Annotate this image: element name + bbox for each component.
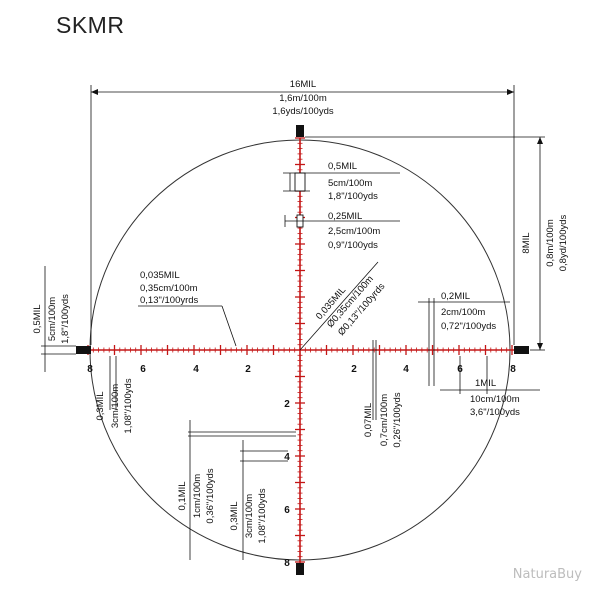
left-post-annotation: 0,5MIL 5cm/100m 1,8"/100yds	[32, 266, 76, 372]
quarter-mil-annotation: 0,25MIL 2,5cm/100m 0,9"/100yds	[284, 211, 400, 251]
right-post	[514, 346, 529, 354]
one-mil-line2: 10cm/100m	[470, 394, 520, 405]
h-num-left-6: 6	[140, 364, 146, 375]
bottom-03-line1: 0,3MIL	[229, 501, 240, 530]
v-num-4: 4	[284, 452, 290, 463]
right-dim-line1: 8MIL	[521, 232, 532, 253]
bottom-01-line1: 0,1MIL	[177, 481, 188, 510]
top-dim-line3: 1,6yds/100yds	[272, 106, 334, 117]
line-thickness-line3: 0,13"/100yrds	[140, 295, 199, 306]
point-two-line1: 0,2MIL	[441, 291, 470, 302]
quarter-mil-line1: 0,25MIL	[328, 211, 362, 222]
right-dim-line3: 0,8yd/100yds	[558, 214, 569, 271]
line-thickness-line2: 0,35cm/100m	[140, 283, 198, 294]
tick-03-line3: 1,08"/100yds	[123, 378, 134, 433]
bottom-03-line2: 3cm/100m	[244, 494, 255, 538]
tick-03-line2: 3cm/100m	[110, 384, 121, 428]
h-num-left-4: 4	[193, 364, 199, 375]
one-mil-line3: 3,6"/100yds	[470, 407, 520, 418]
tick-007-line2: 0,7cm/100m	[379, 394, 390, 446]
v-num-6: 6	[284, 505, 290, 516]
tick-007-line1: 0,07MIL	[363, 403, 374, 437]
one-mil-line1: 1MIL	[475, 378, 496, 389]
half-mil-annotation: 0,5MIL 5cm/100m 1,8"/100yds	[283, 161, 400, 202]
left-post-line3: 1,8"/100yds	[60, 294, 71, 344]
tick-007-annotation: 0,07MIL 0,7cm/100m 0,26"/100yds	[363, 340, 403, 448]
quarter-mil-line3: 0,9"/100yds	[328, 240, 378, 251]
bottom-01-line2: 1cm/100m	[192, 474, 203, 518]
v-num-2: 2	[284, 399, 290, 410]
half-mil-line3: 1,8"/100yds	[328, 191, 378, 202]
top-post	[296, 125, 304, 137]
tick-03-line1: 0,3MIL	[95, 391, 106, 420]
top-width-dimension: 16MIL 1,6m/100m 1,6yds/100yds	[90, 79, 515, 345]
h-num-left-2: 2	[245, 364, 251, 375]
point-two-line3: 0,72"/100yds	[441, 321, 496, 332]
bottom-01-line3: 0,36"/100yds	[205, 468, 216, 523]
bottom-post	[296, 563, 304, 575]
left-post	[76, 346, 91, 354]
line-thickness-annotation: 0,035MIL 0,35cm/100m 0,13"/100yrds	[138, 270, 237, 347]
right-dim-line2: 0,8m/100m	[545, 219, 556, 267]
watermark: NaturaBuy	[512, 567, 582, 582]
half-mil-line1: 0,5MIL	[328, 161, 357, 172]
left-post-line1: 0,5MIL	[32, 304, 43, 333]
half-mil-box	[294, 172, 306, 192]
v-num-8: 8	[284, 558, 290, 569]
reticle-title: SKMR	[56, 12, 125, 38]
one-mil-annotation: 1MIL 10cm/100m 3,6"/100yds	[440, 356, 540, 418]
bottom-03-line3: 1,08"/100yds	[257, 488, 268, 543]
quarter-mil-line2: 2,5cm/100m	[328, 226, 380, 237]
point-two-line2: 2cm/100m	[441, 307, 485, 318]
left-post-line2: 5cm/100m	[47, 297, 58, 341]
top-dim-line2: 1,6m/100m	[279, 93, 327, 104]
half-mil-line2: 5cm/100m	[328, 178, 372, 189]
tick-03-annotation: 0,3MIL 3cm/100m 1,08"/100yds	[95, 356, 134, 434]
point-two-mil-annotation: 0,2MIL 2cm/100m 0,72"/100yds	[418, 291, 510, 386]
h-num-right-8: 8	[510, 364, 516, 375]
right-height-dimension: 8MIL 0,8m/100m 0,8yd/100yds	[305, 136, 569, 351]
h-num-left-8: 8	[87, 364, 93, 375]
center-dot-annotation: 0,035MIL Ø0,35cm/100m Ø0,13"/100yrds	[299, 261, 388, 351]
h-num-right-4: 4	[403, 364, 409, 375]
bottom-03-annotation: 0,3MIL 3cm/100m 1,08"/100yds	[229, 440, 288, 560]
top-dim-line1: 16MIL	[290, 79, 316, 90]
h-num-right-2: 2	[351, 364, 357, 375]
bottom-01-annotation: 0,1MIL 1cm/100m 0,36"/100yds	[177, 420, 296, 560]
line-thickness-line1: 0,035MIL	[140, 270, 180, 281]
tick-007-line3: 0,26"/100yds	[392, 392, 403, 447]
